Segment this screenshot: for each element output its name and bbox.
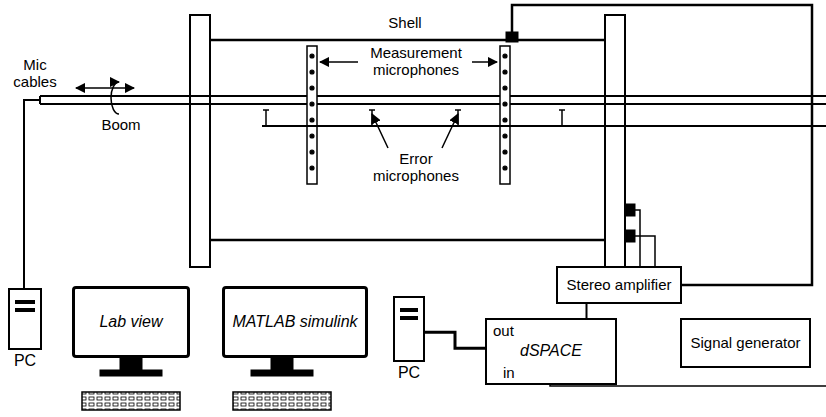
speaker-wire <box>635 236 655 266</box>
mic-dot <box>310 134 314 138</box>
boom <box>40 103 826 105</box>
monitor-stand <box>271 358 293 370</box>
error-mic-stem <box>561 110 563 126</box>
monitor-screen: MATLAB simulink <box>222 286 368 358</box>
leader-arrow <box>442 114 458 148</box>
node-text: out <box>493 322 609 339</box>
monitor-stand <box>100 370 162 376</box>
mic-dot <box>310 54 314 58</box>
node-text: MATLAB simulink <box>232 313 357 331</box>
speaker-wire <box>635 210 640 266</box>
end-flange <box>190 15 210 267</box>
drive-slot <box>400 316 418 320</box>
monitor-stand <box>251 370 313 376</box>
error-mic-stem <box>457 110 459 126</box>
mic-dot <box>503 54 507 58</box>
signal-generator-box: Signal generator <box>680 318 811 368</box>
amplifier-box: Stereo amplifier <box>556 266 682 304</box>
drive-slot <box>15 308 35 312</box>
leader-arrow <box>472 61 497 63</box>
keyboard <box>233 392 331 410</box>
shell-wall <box>210 239 605 242</box>
mic-dot <box>310 86 314 90</box>
leader-arrow <box>320 61 358 63</box>
node-text: dSPACE <box>493 342 609 360</box>
mic-dot <box>503 150 507 154</box>
measurement-mic-array <box>307 46 317 184</box>
mic-dot <box>503 134 507 138</box>
error-mic-head <box>559 109 565 111</box>
node-text: Stereo amplifier <box>566 276 671 293</box>
mic-dot <box>503 86 507 90</box>
error-mic-stem <box>371 110 373 126</box>
end-flange <box>605 15 625 267</box>
error-mic-rail <box>262 125 826 127</box>
mic-dot <box>310 150 314 154</box>
mic-dot <box>310 166 314 170</box>
signal-wire <box>512 5 812 285</box>
node-text: Signal generator <box>690 334 800 351</box>
node-text: PC <box>0 352 60 370</box>
monitor-stand <box>120 358 142 370</box>
part-label: Measurement microphones <box>360 44 472 79</box>
mic-dot <box>503 166 507 170</box>
signal-cable <box>425 332 485 348</box>
error-mic-head <box>263 109 269 111</box>
error-mic-head <box>369 109 375 111</box>
rotation-arrow <box>111 82 119 114</box>
mic-dot <box>310 70 314 74</box>
loudspeaker <box>625 204 635 216</box>
measurement-mic-array <box>500 46 510 184</box>
part-label: Shell <box>370 14 440 31</box>
mic-cable <box>24 100 40 288</box>
mic-dot <box>503 118 507 122</box>
drive-slot <box>400 308 418 312</box>
pc-tower: PC <box>393 296 425 362</box>
pc-tower: PC <box>8 288 42 350</box>
mic-dot <box>503 102 507 106</box>
part-label: Error microphones <box>360 150 472 185</box>
error-mic-stem <box>265 110 267 126</box>
dspace-unit: out dSPACE in <box>485 318 617 385</box>
shell-microphone <box>506 32 518 42</box>
mic-dot <box>310 102 314 106</box>
shell-wall <box>210 39 605 42</box>
loudspeaker <box>625 230 635 242</box>
boom <box>40 95 826 97</box>
signal-cable <box>586 304 588 318</box>
keyboard <box>82 392 180 410</box>
part-label: Boom <box>96 116 146 133</box>
node-text: Lab view <box>99 313 162 331</box>
monitor-screen: Lab view <box>72 286 190 358</box>
translation-arrow <box>76 87 134 89</box>
leader-arrow <box>372 114 388 148</box>
mic-dot <box>310 118 314 122</box>
drive-slot <box>15 300 35 304</box>
error-mic-head <box>455 109 461 111</box>
node-text: PC <box>375 364 443 382</box>
mic-dot <box>503 70 507 74</box>
part-label: Mic cables <box>2 56 68 91</box>
node-text: in <box>493 364 609 381</box>
